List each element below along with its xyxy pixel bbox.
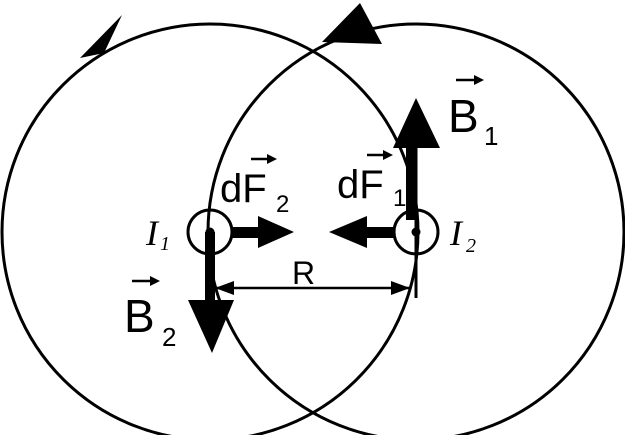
b2-vector-arrow <box>188 232 234 353</box>
df2-subscript: 2 <box>276 191 289 218</box>
b1-label: B 1 <box>448 75 498 151</box>
distance-dimension <box>215 281 410 295</box>
df2-label: dF 2 <box>220 154 289 218</box>
current-1-main: I <box>145 213 160 253</box>
current-1-subscript: 1 <box>160 233 170 255</box>
b1-vector-arrow <box>393 98 440 298</box>
df1-subscript: 1 <box>393 185 406 212</box>
df1-force-arrow <box>329 216 394 248</box>
df1-main: dF <box>337 163 384 207</box>
current-2-subscript: 2 <box>466 235 476 257</box>
b2-subscript: 2 <box>162 322 176 352</box>
b2-label: B 2 <box>124 276 176 352</box>
distance-label: R <box>292 255 315 291</box>
b1-main: B <box>448 90 479 142</box>
df2-main: dF <box>220 167 267 211</box>
df2-force-arrow <box>232 216 294 248</box>
b1-subscript: 1 <box>484 121 498 151</box>
current-2-main: I <box>449 213 464 253</box>
df1-label: dF 1 <box>337 150 406 212</box>
circle-2-direction-arrowhead <box>322 3 382 44</box>
circle-1-direction-arrowhead <box>80 15 122 58</box>
current-1-label: I 1 <box>145 213 170 255</box>
current-2-label: I 2 <box>449 213 476 257</box>
b2-main: B <box>124 290 155 342</box>
